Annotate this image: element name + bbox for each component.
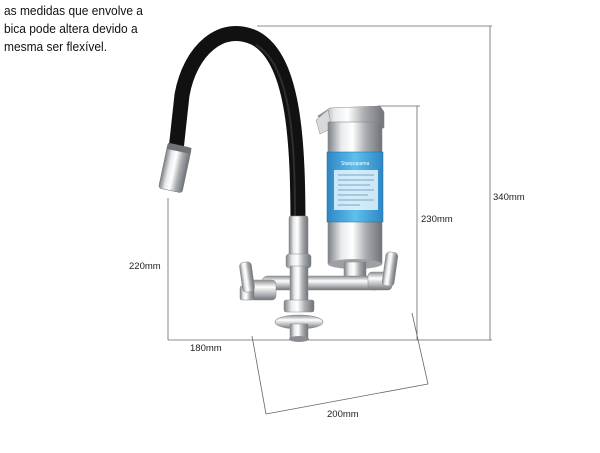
water-filter: Stanpapama bbox=[315, 105, 385, 287]
faucet-base bbox=[274, 265, 324, 342]
dimension-lines bbox=[167, 25, 492, 415]
dim-label-width: 200mm bbox=[327, 409, 359, 420]
dim-label-filter-height: 230mm bbox=[421, 214, 453, 225]
dim-label-spout-height: 220mm bbox=[129, 261, 161, 272]
dim-label-depth: 180mm bbox=[190, 343, 222, 354]
hose-collar bbox=[288, 215, 309, 259]
dim-label-total-height: 340mm bbox=[493, 192, 525, 203]
note-line-2: bica pode altera devido a bbox=[4, 21, 138, 36]
note-line-1: as medidas que envolve a bbox=[4, 3, 143, 18]
crossbar bbox=[261, 275, 381, 291]
note-line-3: mesma ser flexível. bbox=[4, 39, 108, 54]
flexible-spout-hose bbox=[168, 26, 306, 240]
dim-width-line bbox=[265, 383, 429, 415]
right-valve bbox=[367, 251, 399, 291]
dim-depth-right-line bbox=[411, 312, 429, 385]
spout-tip bbox=[158, 143, 192, 193]
dim-depth-left-line bbox=[251, 335, 267, 415]
filter-brand-text: Stanpapama bbox=[341, 161, 370, 167]
left-valve bbox=[239, 261, 277, 301]
measurement-note: as medidas que envolve a bica pode alter… bbox=[4, 2, 160, 56]
